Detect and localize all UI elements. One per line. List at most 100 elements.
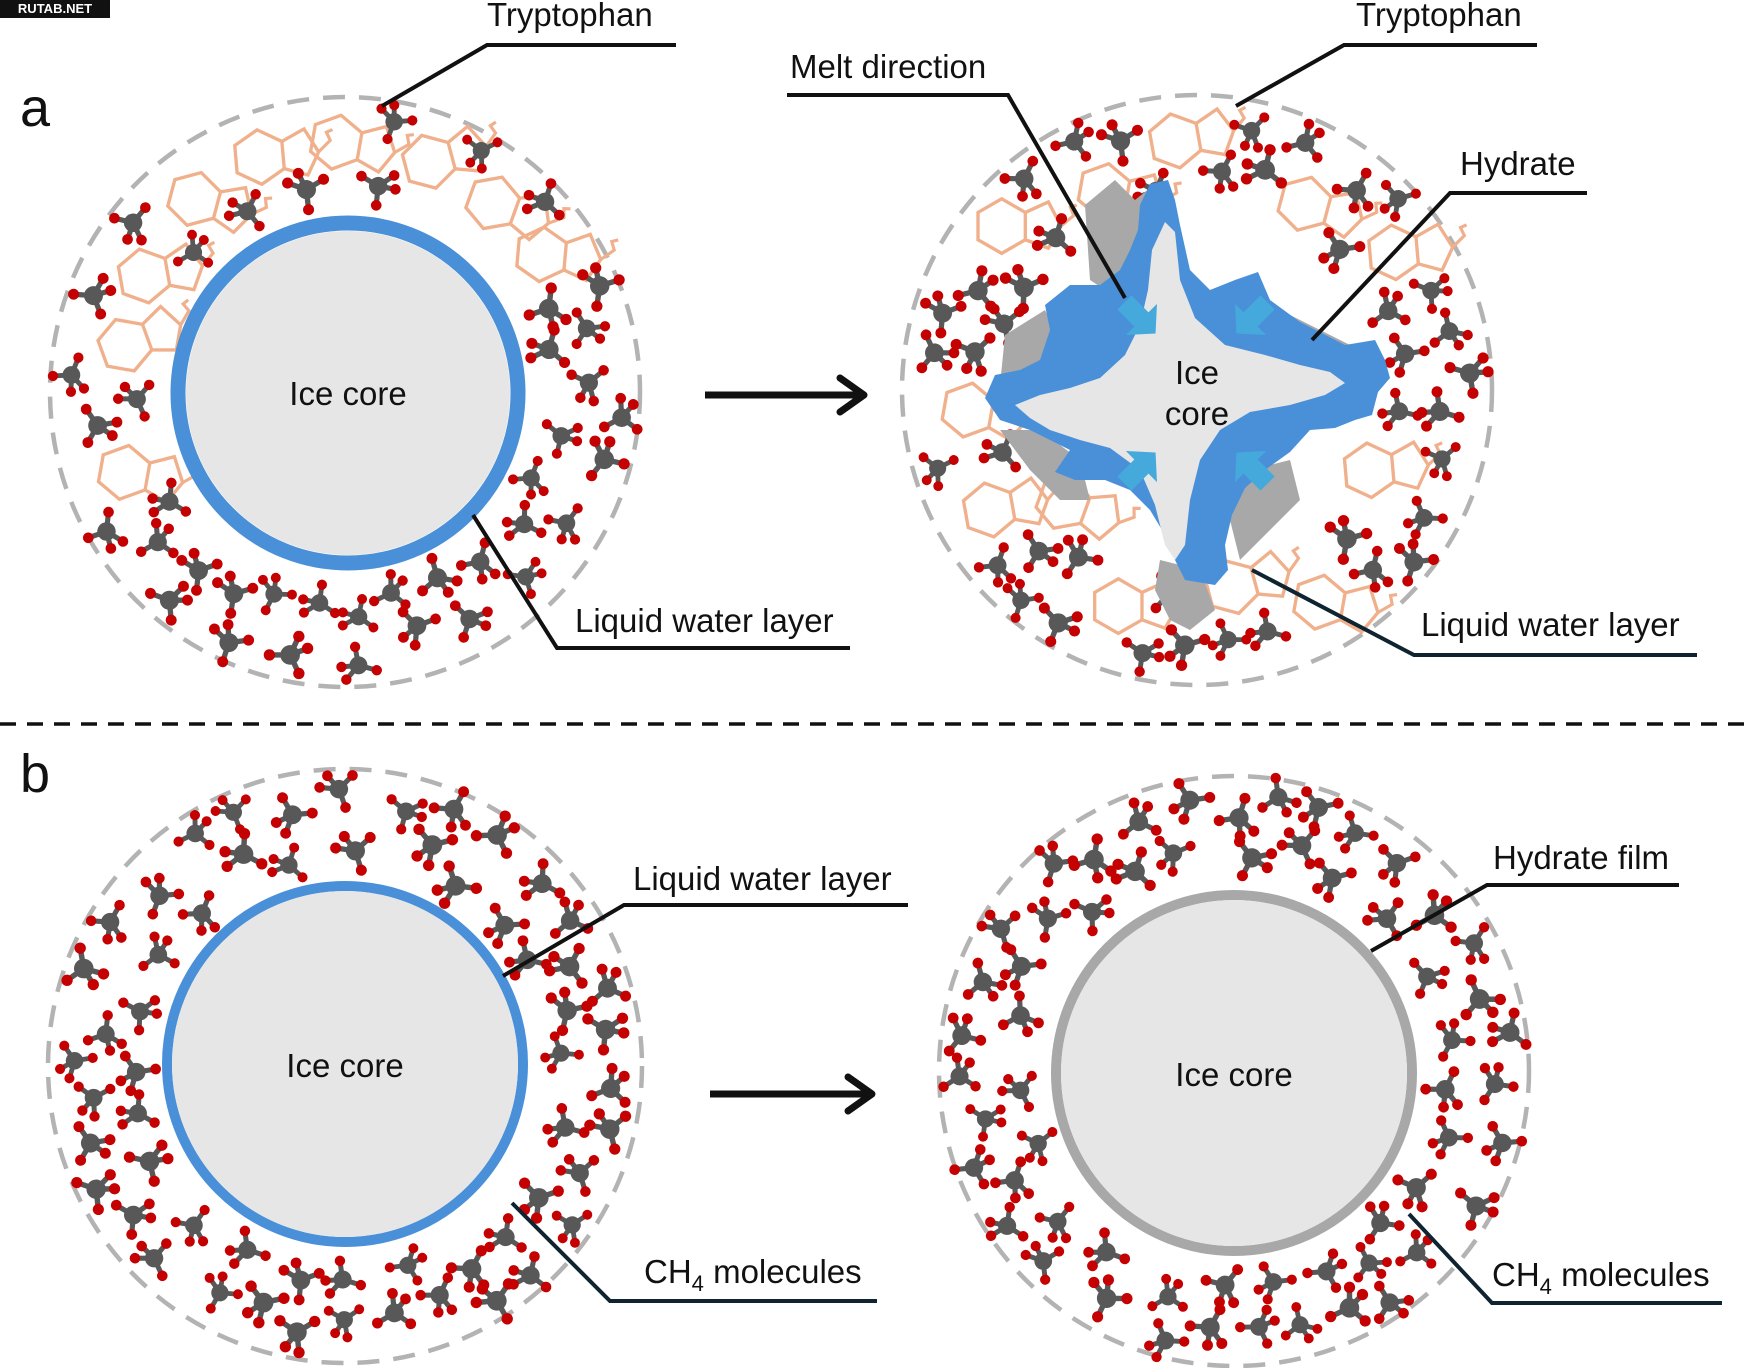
ch4-molecule xyxy=(1373,1280,1415,1325)
hydrogen-atom xyxy=(998,542,1009,553)
carbon-atom xyxy=(1390,402,1409,421)
carbon-atom xyxy=(1339,1298,1360,1318)
hydrogen-atom xyxy=(268,853,279,865)
hydrogen-atom xyxy=(951,1052,963,1063)
hydrogen-atom xyxy=(105,285,117,296)
hydrogen-atom xyxy=(368,622,379,633)
hydrogen-atom xyxy=(211,558,223,570)
hydrogen-atom xyxy=(1410,188,1421,199)
hydrogen-atom xyxy=(317,173,330,185)
hydrogen-atom xyxy=(1390,211,1401,222)
ch4-molecule xyxy=(470,810,520,859)
hydrogen-atom xyxy=(451,575,463,587)
hydrogen-atom xyxy=(974,1144,986,1155)
ch4-molecule xyxy=(1280,1302,1323,1344)
ch4-molecule xyxy=(115,1089,160,1130)
carbon-atom xyxy=(487,825,507,845)
hydrogen-atom xyxy=(1117,828,1129,840)
hydrogen-atom xyxy=(566,369,577,380)
hydrogen-atom xyxy=(547,1136,559,1148)
hydrogen-atom xyxy=(948,347,960,359)
hydrogen-atom xyxy=(1092,872,1104,884)
hydrogen-atom xyxy=(149,931,160,942)
hydrogen-atom xyxy=(1068,625,1081,637)
carbon-atom xyxy=(1415,509,1433,527)
carbon-atom xyxy=(560,911,580,930)
carbon-atom xyxy=(131,1002,149,1021)
hydrogen-atom xyxy=(1435,1020,1446,1031)
hydrogen-atom xyxy=(209,921,221,933)
carbon-atom xyxy=(80,1133,100,1153)
hydrogen-atom xyxy=(1153,651,1165,663)
carbon-atom xyxy=(1034,1252,1053,1270)
ch4-molecule xyxy=(1235,1304,1280,1349)
hydrogen-atom xyxy=(992,577,1004,588)
hydrogen-atom xyxy=(239,1225,251,1237)
ch4-molecule xyxy=(129,1238,172,1282)
hydrogen-atom xyxy=(92,1203,104,1216)
hydrogen-atom xyxy=(355,1279,367,1291)
ch4-molecule xyxy=(1020,1240,1065,1285)
hydrogen-atom xyxy=(1071,611,1083,623)
ch4-molecule xyxy=(1110,846,1156,892)
carbon-atom xyxy=(1255,159,1275,180)
carbon-atom xyxy=(517,568,535,586)
hydrogen-atom xyxy=(227,197,238,208)
carbon-atom xyxy=(1242,848,1262,868)
hydrogen-atom xyxy=(431,884,444,896)
hydrogen-atom xyxy=(1234,830,1246,842)
hydrogen-atom xyxy=(548,950,560,963)
hydrogen-atom xyxy=(240,794,251,805)
ice-core xyxy=(1061,900,1407,1246)
carbon-atom xyxy=(991,919,1011,939)
ch4-molecule xyxy=(521,178,565,221)
tryptophan-label-left: Tryptophan xyxy=(487,0,653,33)
hydrogen-atom xyxy=(149,1117,160,1128)
ch4-molecule xyxy=(1384,332,1430,378)
hydrogen-atom xyxy=(298,607,309,618)
hydrogen-atom xyxy=(502,1213,514,1224)
hydrogen-atom xyxy=(1261,862,1273,874)
hydrogen-atom xyxy=(188,547,200,559)
carbon-atom xyxy=(1360,1254,1378,1272)
carbon-atom xyxy=(1110,131,1131,151)
hydrogen-atom xyxy=(290,1257,302,1269)
carbon-atom xyxy=(552,427,571,445)
hydrogen-atom xyxy=(530,556,541,567)
carbon-atom xyxy=(283,805,302,825)
carbon-atom xyxy=(973,972,993,992)
carbon-atom xyxy=(539,339,559,360)
ch4-molecule xyxy=(1435,1018,1476,1062)
hydrogen-atom xyxy=(323,1305,334,1316)
ch4-molecule xyxy=(115,1050,161,1097)
hydrogen-atom xyxy=(546,1063,557,1074)
hydrogen-atom xyxy=(1153,1318,1164,1329)
carbon-atom xyxy=(563,1216,581,1234)
hydrogen-atom xyxy=(413,823,425,836)
ch4-molecule xyxy=(1083,1227,1131,1272)
hydrogen-atom xyxy=(577,269,589,281)
carbon-atom xyxy=(1250,1317,1268,1336)
hydrogen-atom xyxy=(530,1212,543,1224)
ch4-molecule xyxy=(449,600,493,643)
hydrogen-atom xyxy=(978,1131,988,1142)
carbon-atom xyxy=(495,915,515,935)
hydrogen-atom xyxy=(1053,1246,1065,1257)
carbon-atom xyxy=(1389,189,1407,208)
hydrogen-atom xyxy=(445,821,457,833)
hydrogen-atom xyxy=(1083,1246,1094,1258)
ch4-subscript: 4 xyxy=(1540,1274,1552,1299)
hydrogen-atom xyxy=(1215,650,1226,661)
hydrogen-atom xyxy=(386,794,397,805)
carbon-atom xyxy=(189,561,209,580)
hydrogen-atom xyxy=(1200,1274,1212,1286)
carbon-atom xyxy=(65,1052,84,1070)
hydrogen-atom xyxy=(1264,144,1276,156)
carbon-atom xyxy=(1443,1031,1461,1049)
ch4-molecule xyxy=(1061,534,1104,580)
hydrogen-atom xyxy=(1283,827,1295,839)
ch4-molecule xyxy=(1088,1274,1133,1323)
hydrogen-atom xyxy=(1508,1007,1520,1019)
ch4-molecule xyxy=(950,332,996,377)
